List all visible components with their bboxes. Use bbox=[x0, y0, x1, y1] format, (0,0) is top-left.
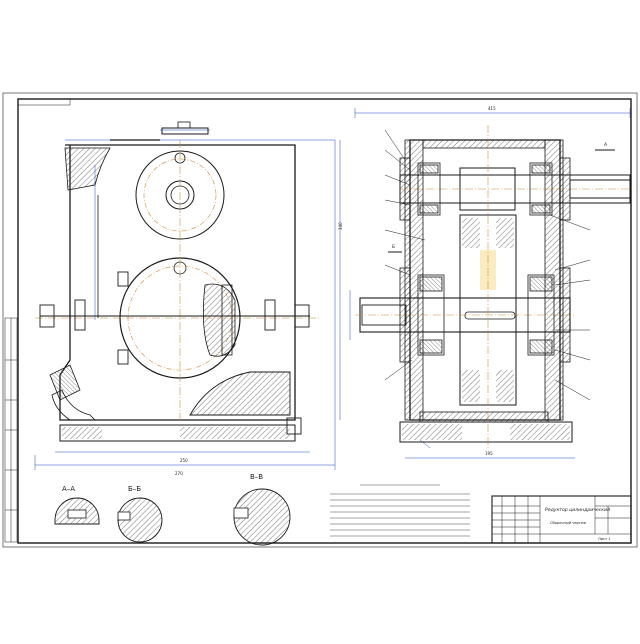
oil-gauge bbox=[49, 364, 96, 421]
wheel-hub-hatch-2 bbox=[496, 218, 514, 248]
svg-text:Б: Б bbox=[392, 244, 395, 250]
side-top-cover bbox=[422, 139, 546, 149]
section-marker-b: Б bbox=[388, 244, 402, 253]
leader-lines bbox=[384, 129, 591, 401]
section-marker-a: A bbox=[595, 142, 615, 151]
section-vv-keyway bbox=[233, 507, 249, 519]
title-block-sheet: Лист 1 bbox=[598, 537, 611, 541]
dim-side-overall: 415 bbox=[488, 106, 496, 111]
wheel-hub-hatch-4 bbox=[496, 370, 514, 402]
wheel-hub-hatch-3 bbox=[462, 370, 480, 402]
svg-text:A: A bbox=[604, 142, 608, 148]
input-cap-right bbox=[559, 157, 571, 221]
binding-strip bbox=[4, 317, 18, 543]
wheel-hub-hatch-1 bbox=[462, 218, 480, 248]
top-rib-section bbox=[64, 147, 111, 191]
key-slot bbox=[464, 311, 516, 320]
side-base-hatch-r bbox=[510, 424, 570, 440]
base-plate bbox=[59, 424, 296, 442]
bearing-cap bbox=[221, 284, 233, 356]
output-cap-left bbox=[399, 267, 411, 363]
drain-plug bbox=[286, 417, 302, 435]
input-cap-left bbox=[399, 157, 411, 221]
inner-frame bbox=[17, 98, 632, 544]
flange-bolts bbox=[39, 271, 310, 365]
section-aa-keyway bbox=[67, 509, 87, 519]
output-cap-right bbox=[559, 267, 571, 363]
output-bearings bbox=[417, 274, 555, 356]
dim-side-base: 195 bbox=[485, 451, 493, 456]
technical-notes bbox=[330, 484, 470, 537]
base-hatch-right bbox=[180, 427, 290, 439]
vent-plug bbox=[177, 121, 191, 129]
section-aa-label: A–A bbox=[62, 485, 75, 493]
side-base-hatch-l bbox=[402, 424, 462, 440]
section-bb-keyway bbox=[117, 511, 131, 521]
base-hatch-left bbox=[62, 427, 102, 439]
dim-front-height: 340 bbox=[338, 222, 343, 230]
side-dimensions bbox=[349, 108, 631, 459]
dim-front-base: 250 bbox=[180, 458, 188, 463]
front-dimensions bbox=[34, 129, 341, 470]
front-view: 250 270 340 bbox=[34, 121, 343, 476]
pinion-pitch bbox=[143, 158, 217, 232]
dim-front-overall: 270 bbox=[175, 471, 183, 476]
wheel-cutaway bbox=[202, 283, 236, 357]
section-vv-label: В–В bbox=[250, 473, 263, 481]
inspection-cover bbox=[161, 127, 209, 135]
title-block-title: Редуктор цилиндрический bbox=[545, 507, 610, 513]
section-bb-label: Б–Б bbox=[128, 485, 141, 493]
input-bearings bbox=[417, 162, 553, 216]
title-block: Редуктор цилиндрический Сборочный чертеж… bbox=[491, 495, 632, 544]
side-base bbox=[399, 421, 573, 443]
housing-outline bbox=[59, 144, 296, 421]
section-views: A–A Б–Б В–В bbox=[54, 473, 291, 546]
title-block-subtitle: Сборочный чертеж bbox=[550, 521, 587, 525]
side-view: 415 195 bbox=[349, 106, 632, 459]
corner-stamp bbox=[17, 98, 71, 106]
side-bottom bbox=[419, 411, 549, 423]
outer-frame bbox=[2, 92, 638, 548]
lower-housing-section bbox=[189, 371, 291, 416]
